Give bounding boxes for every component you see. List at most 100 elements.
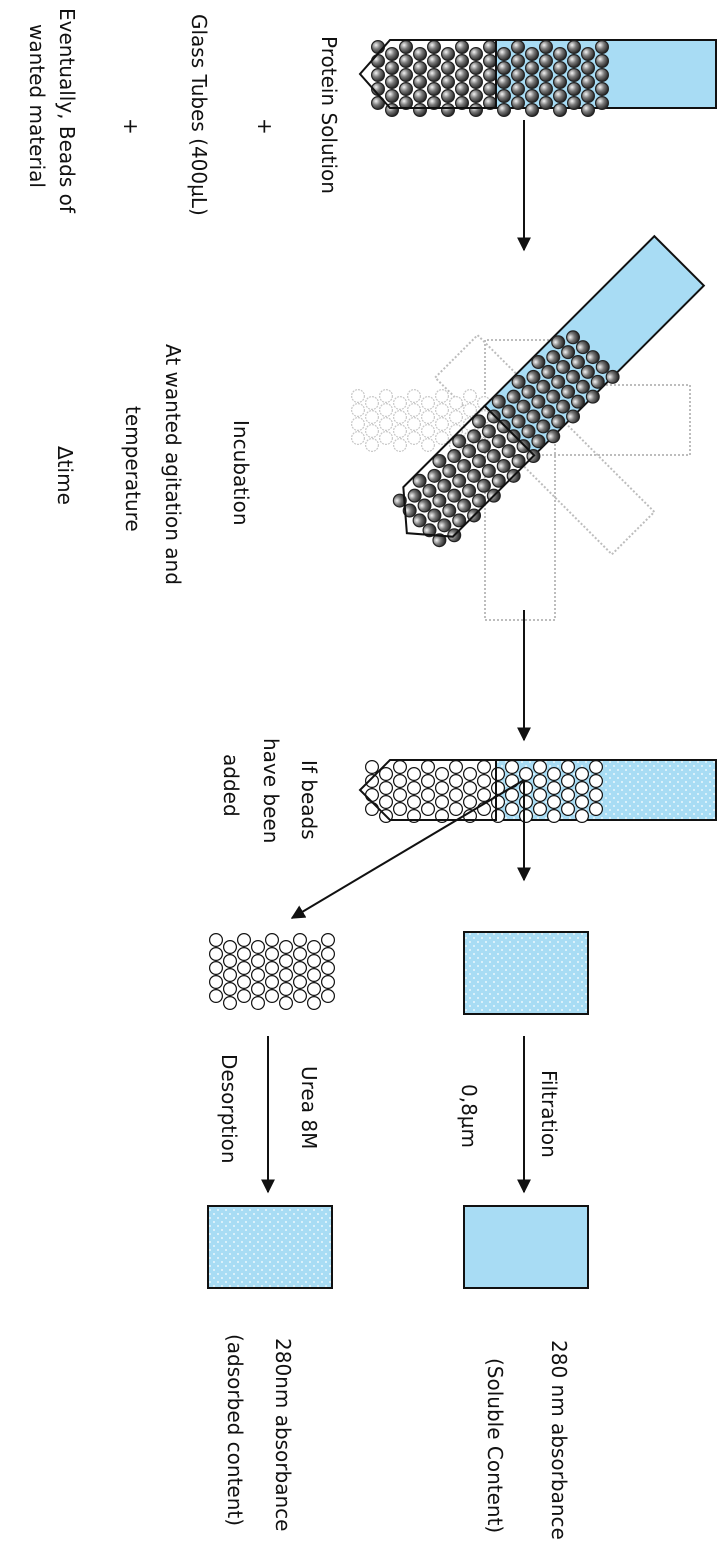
bead: [441, 60, 456, 75]
bead: [421, 424, 436, 439]
bead: [237, 946, 252, 961]
bead: [435, 794, 450, 809]
bead: [435, 431, 450, 446]
arrow-to-beads: [290, 779, 525, 919]
bead: [449, 759, 464, 774]
bead: [477, 773, 492, 788]
bead: [566, 81, 581, 96]
bead: [483, 81, 498, 96]
bead: [379, 780, 394, 795]
bead: [237, 974, 252, 989]
bead: [393, 410, 408, 425]
bead: [321, 960, 336, 975]
bead: [417, 498, 432, 513]
bead: [427, 95, 442, 110]
bead: [407, 766, 422, 781]
label-abs-soluble-line2: (Soluble Content): [483, 1358, 507, 1534]
bead: [463, 794, 478, 809]
bead: [435, 389, 450, 404]
bead: [293, 974, 308, 989]
bead: [365, 801, 380, 816]
bead: [505, 801, 520, 816]
bead: [407, 417, 422, 432]
bead: [511, 95, 526, 110]
bead: [588, 759, 603, 774]
bead: [481, 463, 496, 478]
bead: [427, 508, 442, 523]
bead: [307, 939, 322, 954]
bead: [501, 404, 516, 419]
bead: [505, 759, 520, 774]
bead: [379, 389, 394, 404]
bead: [407, 780, 422, 795]
bead: [463, 403, 478, 418]
bead: [393, 773, 408, 788]
bead: [449, 410, 464, 425]
bead: [463, 389, 478, 404]
bead: [293, 960, 308, 975]
bead: [279, 939, 294, 954]
bead: [469, 88, 484, 103]
bead: [594, 53, 609, 68]
label-filtration: Filtration: [537, 1070, 561, 1158]
bead: [365, 773, 380, 788]
bead: [511, 53, 526, 68]
bead: [452, 473, 467, 488]
bead: [379, 794, 394, 809]
bead: [570, 355, 585, 370]
bead: [427, 81, 442, 96]
bead: [399, 95, 414, 110]
bead: [279, 953, 294, 968]
bead: [365, 438, 380, 453]
bead: [393, 438, 408, 453]
bead: [421, 410, 436, 425]
bead: [580, 102, 595, 117]
bead: [435, 766, 450, 781]
bead: [556, 399, 571, 414]
bead: [412, 513, 427, 528]
bead: [556, 359, 571, 374]
bead: [524, 60, 539, 75]
bead: [223, 953, 238, 968]
bead: [566, 67, 581, 82]
bead: [551, 374, 566, 389]
bead: [407, 389, 422, 404]
bead: [531, 355, 546, 370]
bead: [265, 988, 280, 1003]
bead: [421, 801, 436, 816]
bead: [552, 102, 567, 117]
label-protein-solution: Protein Solution: [317, 36, 341, 194]
bead: [432, 493, 447, 508]
bead: [422, 483, 437, 498]
bead: [351, 403, 366, 418]
bead: [511, 81, 526, 96]
label-abs-soluble-line1: 280 nm absorbance: [547, 1340, 571, 1540]
desorbed-sample: [207, 1205, 333, 1289]
bead: [551, 414, 566, 429]
bead: [467, 468, 482, 483]
bead: [393, 396, 408, 411]
bead: [483, 67, 498, 82]
bead: [481, 424, 496, 439]
bead: [399, 67, 414, 82]
bead: [552, 88, 567, 103]
tube-initial-outline: [358, 39, 497, 109]
bead: [518, 808, 533, 823]
bead: [506, 389, 521, 404]
bead: [594, 67, 609, 82]
bead: [521, 384, 536, 399]
tube-incubating: [392, 234, 706, 548]
bead: [351, 417, 366, 432]
bead: [279, 995, 294, 1010]
bead: [393, 787, 408, 802]
bead: [566, 409, 581, 424]
bead: [580, 46, 595, 61]
bead: [467, 429, 482, 444]
bead: [435, 780, 450, 795]
bead: [365, 396, 380, 411]
bead: [476, 439, 491, 454]
bead: [511, 374, 526, 389]
bead: [595, 359, 610, 374]
bead: [477, 787, 492, 802]
bead: [580, 364, 595, 379]
